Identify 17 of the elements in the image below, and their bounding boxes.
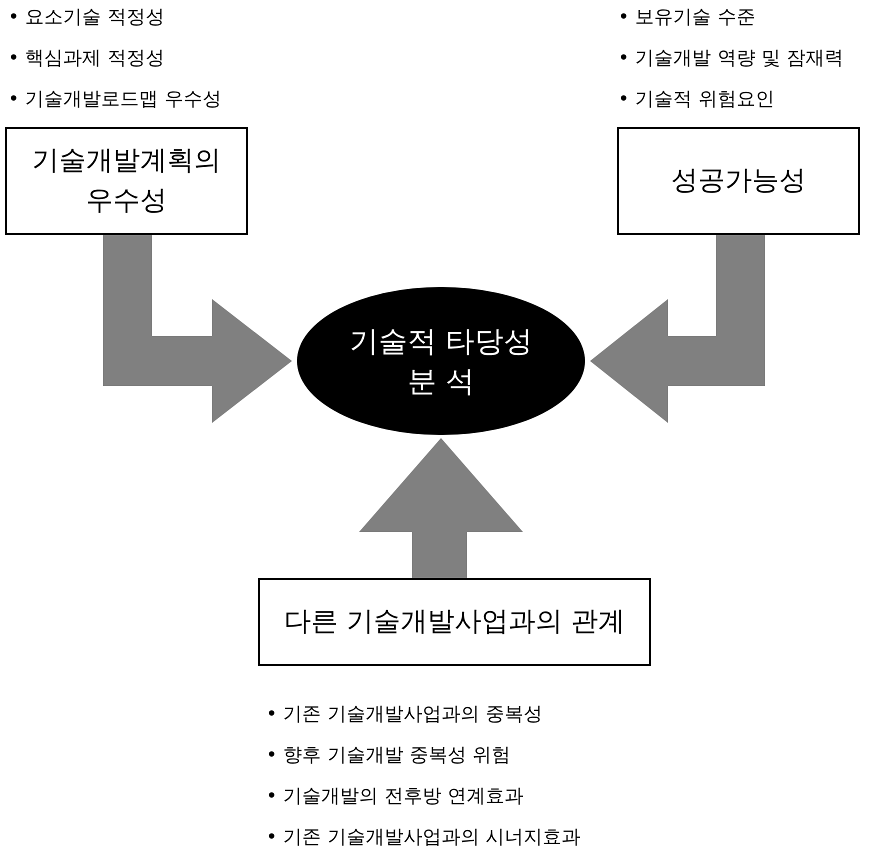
arrow [103,235,292,423]
bullet-item: • 기술개발 역량 및 잠재력 [618,47,844,69]
bullet-item: • 핵심과제 적정성 [8,47,164,69]
bullet-item: • 기술적 위험요인 [618,88,774,110]
bullet-item: • 기존 기술개발사업과의 중복성 [266,703,542,725]
arrow [359,438,523,578]
bullet-item: • 기술개발로드맵 우수성 [8,88,222,110]
arrow [590,235,765,423]
process-box: 기술개발계획의 우수성 [5,127,248,235]
bullet-item: • 기술개발의 전후방 연계효과 [266,785,524,807]
bullet-item: • 향후 기술개발 중복성 위험 [266,744,510,766]
bullet-item: • 보유기술 수준 [618,6,756,28]
analysis-ellipse: 기술적 타당성 분 석 [296,286,586,436]
process-box: 다른 기술개발사업과의 관계 [258,578,651,666]
bullet-item: • 요소기술 적정성 [8,6,164,28]
process-box: 성공가능성 [617,127,860,235]
bullet-item: • 기존 기술개발사업과의 시너지효과 [266,826,580,847]
